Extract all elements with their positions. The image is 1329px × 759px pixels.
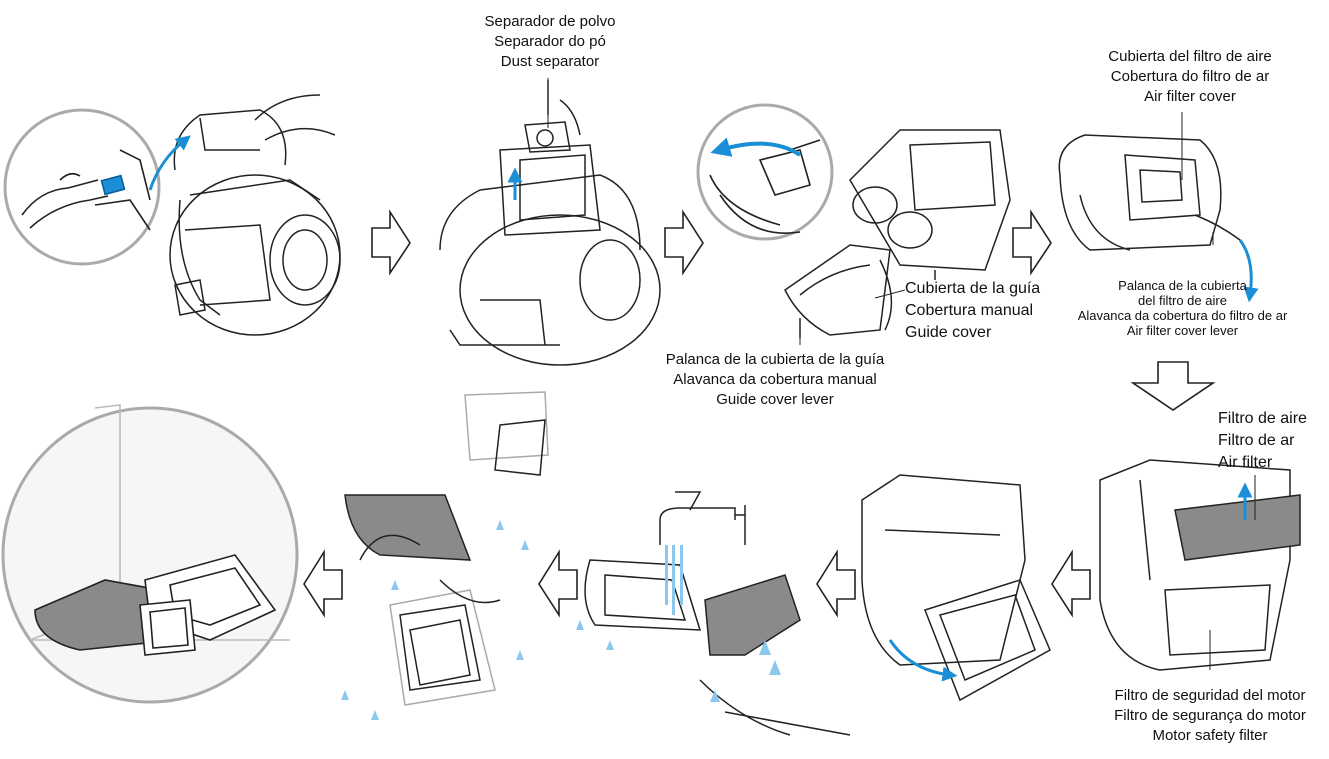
step3-zoom-circle [698,105,832,239]
step-arrow-left-3 [539,552,577,615]
label-air-filter-cover: Cubierta del filtro de aire Cobertura do… [1085,47,1295,107]
label-motor-safety-filter: Filtro de seguridad del motor Filtro de … [1090,686,1329,746]
step-arrow-down [1133,362,1213,410]
step1-zoom-circle [5,110,159,264]
step-arrow-1 [372,212,410,273]
step-arrow-left-4 [304,552,342,615]
step2-vacuum [440,80,660,365]
label-air-filter: Filtro de aire Filtro de ar Air filter [1218,408,1328,474]
step4-unit [1059,135,1251,295]
step6-unit [862,475,1050,700]
step1-vacuum [150,95,340,335]
step9-zoom-circle [3,405,297,702]
step-arrow-3 [1013,212,1051,273]
step5-unit [1100,460,1300,670]
step-arrow-2 [665,212,703,273]
step-arrow-left-2 [817,552,855,615]
label-dust-separator: Separador de polvo Separador do pó Dust … [445,12,655,72]
label-air-filter-cover-lever: Palanca de la cubierta del filtro de air… [1040,278,1325,338]
step-arrow-left-1 [1052,552,1090,615]
label-guide-cover-lever: Palanca de la cubierta de la guía Alavan… [640,350,910,410]
